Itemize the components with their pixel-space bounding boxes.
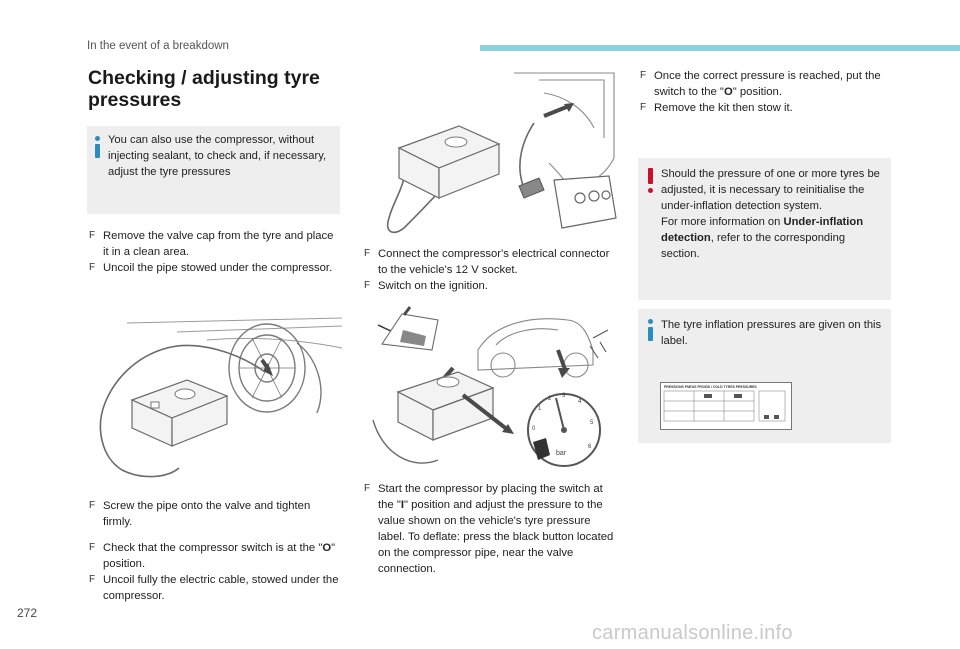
- tyre-pressure-label-header: PRESSIONS PNEUS FROIDS / COLD TYRES PRES…: [664, 385, 757, 389]
- step-text: " position.: [732, 86, 782, 98]
- gauge-tick-label: 0: [532, 426, 536, 432]
- gauge-tick-label: 6: [588, 444, 592, 450]
- step-screw: F Screw the pipe onto the valve and tight…: [89, 498, 334, 530]
- compressor-socket-illustration: [386, 72, 617, 234]
- list-item: F Uncoil the pipe stowed under the compre…: [89, 260, 334, 276]
- gauge-tick-label: 5: [590, 420, 594, 426]
- step-text: " position.: [103, 542, 336, 570]
- list-item: F Remove the kit then stow it.: [640, 100, 890, 116]
- step-text: Connect the compressor's electrical conn…: [378, 248, 610, 276]
- warning-note-box: Should the pressure of one or more tyres…: [638, 158, 891, 300]
- bullet-mark: F: [640, 102, 647, 113]
- warning-more-pre: For more information on: [661, 216, 784, 228]
- bullet-mark: F: [89, 262, 96, 273]
- watermark: carmanualsonline.info: [592, 622, 793, 644]
- steps-check-uncoil: F Check that the compressor switch is at …: [89, 540, 344, 604]
- gauge-tick-label: 3: [562, 393, 566, 399]
- info-icon: [95, 136, 100, 158]
- list-item: F Screw the pipe onto the valve and tight…: [89, 498, 334, 530]
- gauge-tick-label: 2: [548, 396, 552, 402]
- warning-body: Should the pressure of one or more tyres…: [661, 168, 880, 212]
- step-text: " position and adjust the pressure to th…: [378, 499, 614, 575]
- bullet-mark: F: [364, 483, 371, 494]
- page-heading: Checking / adjusting tyre pressures: [88, 67, 320, 111]
- switch-position-o: O: [322, 542, 332, 554]
- warning-text: Should the pressure of one or more tyres…: [661, 166, 883, 262]
- list-item: F Uncoil fully the electric cable, stowed…: [89, 572, 344, 604]
- gauge-unit-label: bar: [556, 450, 567, 457]
- info-icon: [648, 319, 653, 341]
- list-item: F Once the correct pressure is reached, p…: [640, 68, 890, 100]
- page-number: 272: [17, 606, 38, 620]
- step-text: Uncoil fully the electric cable, stowed …: [103, 574, 339, 602]
- step-start-compressor: F Start the compressor by placing the swi…: [364, 481, 619, 577]
- list-item: F Connect the compressor's electrical con…: [364, 246, 614, 278]
- bullet-mark: F: [89, 500, 96, 511]
- step-text: Switch on the ignition.: [378, 280, 488, 292]
- step-text: Uncoil the pipe stowed under the compres…: [103, 262, 333, 274]
- title-accent-bar: [480, 45, 960, 51]
- list-item: F Switch on the ignition.: [364, 278, 614, 294]
- step-text: Remove the valve cap from the tyre and p…: [103, 230, 334, 258]
- list-item: F Remove the valve cap from the tyre and …: [89, 228, 334, 260]
- tyre-pressure-label: PRESSIONS PNEUS FROIDS / COLD TYRES PRES…: [660, 382, 792, 430]
- tyre-pressure-label-grid: [663, 390, 786, 422]
- step-text: Remove the kit then stow it.: [654, 102, 793, 114]
- gauge-needle: [555, 397, 565, 431]
- bullet-mark: F: [640, 70, 647, 81]
- label-note-text: The tyre inflation pressures are given o…: [661, 319, 882, 347]
- list-item: F Check that the compressor switch is at …: [89, 540, 344, 572]
- step-text: Check that the compressor switch is at t…: [103, 542, 323, 554]
- bullet-mark: F: [364, 248, 371, 259]
- bullet-mark: F: [89, 574, 96, 585]
- gauge-tick-label: 4: [578, 399, 582, 405]
- switch-position-i: I: [400, 499, 404, 511]
- intro-note-box: You can also use the compressor, without…: [87, 126, 340, 214]
- steps-remove-uncoil: F Remove the valve cap from the tyre and …: [89, 228, 334, 276]
- steps-finish: F Once the correct pressure is reached, p…: [640, 68, 890, 116]
- intro-note-text: You can also use the compressor, without…: [108, 134, 327, 178]
- bullet-mark: F: [364, 280, 371, 291]
- list-item: F Start the compressor by placing the swi…: [364, 481, 619, 577]
- step-text: Screw the pipe onto the valve and tighte…: [103, 500, 311, 528]
- switch-position-o: O: [723, 86, 733, 98]
- warning-more-post: , refer to the corresponding section.: [661, 232, 846, 260]
- bullet-mark: F: [89, 230, 96, 241]
- gauge-tick-label: 1: [538, 406, 542, 412]
- warning-icon: [648, 168, 653, 193]
- steps-connect-ignition: F Connect the compressor's electrical con…: [364, 246, 614, 294]
- compressor-tyre-illustration: [99, 317, 343, 478]
- pressure-gauge-illustration: 0 1 2 3 4 5 6 bar: [372, 306, 609, 467]
- label-note-box: The tyre inflation pressures are given o…: [638, 309, 891, 443]
- section-title: In the event of a breakdown: [87, 40, 229, 52]
- warning-more-link-text: Under-inflation detection: [661, 216, 864, 244]
- step-text: Once the correct pressure is reached, pu…: [654, 70, 881, 98]
- step-text: Start the compressor by placing the swit…: [378, 483, 603, 511]
- bullet-mark: F: [89, 542, 96, 553]
